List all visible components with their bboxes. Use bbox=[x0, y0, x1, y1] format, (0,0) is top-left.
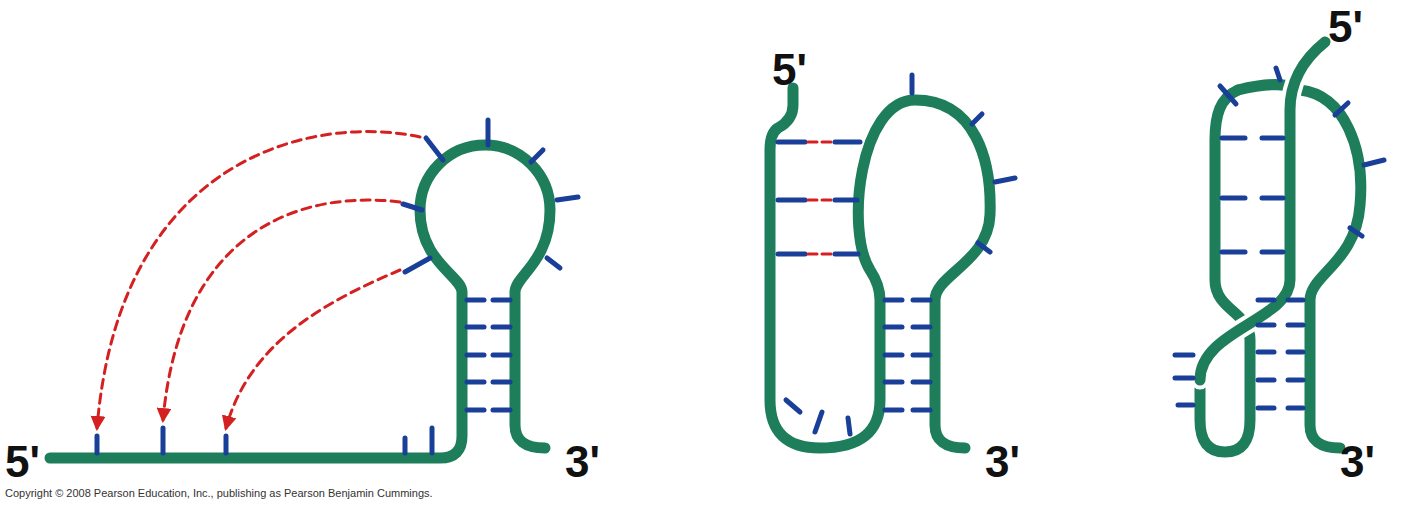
strand-end-label: 5' bbox=[5, 437, 40, 487]
strand-end-label: 3' bbox=[1340, 437, 1375, 487]
rna-intermediate bbox=[770, 75, 1015, 448]
strand-end-label: 5' bbox=[1328, 2, 1363, 52]
copyright-note: Copyright © 2008 Pearson Education, Inc.… bbox=[5, 486, 433, 500]
rna-pseudoknot bbox=[1175, 42, 1384, 452]
strand-end-label: 5' bbox=[772, 45, 807, 95]
strand-end-label: 3' bbox=[985, 437, 1020, 487]
strand-end-label: 3' bbox=[565, 437, 600, 487]
rna-hairpin bbox=[50, 120, 578, 458]
